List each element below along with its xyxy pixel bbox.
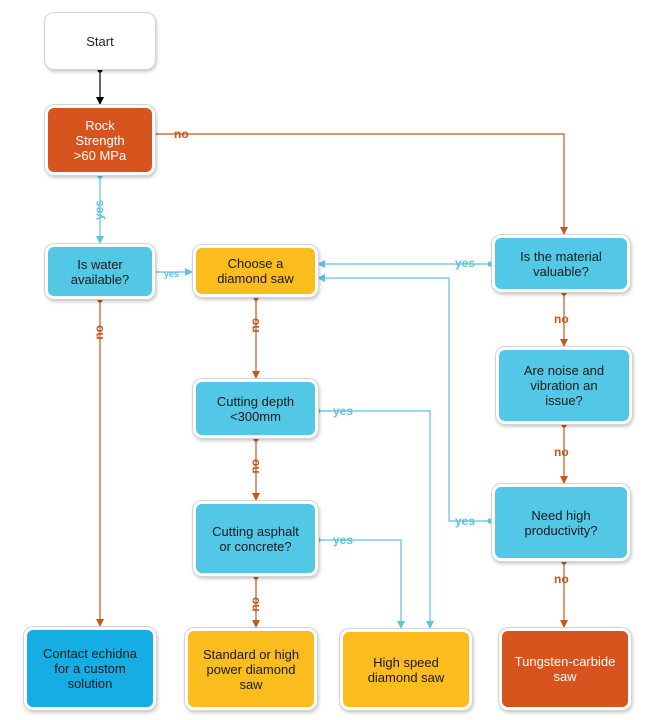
choose-diamond-saw-node: Choose a diamond saw	[193, 245, 318, 297]
label-water-no: no	[92, 325, 106, 340]
noise-vibration-node: Are noise and vibration an issue?	[496, 347, 632, 424]
material-valuable-text: Is the material valuable?	[520, 248, 602, 279]
edge-asphalt-yes-highspeed	[315, 537, 405, 629]
edge-start-rock	[96, 67, 104, 105]
high-speed-diamond-saw-text: High speed diamond saw	[367, 654, 445, 685]
tungsten-carbide-saw-text: Tungsten-carbide saw	[514, 654, 616, 684]
standard-diamond-saw-node: Standard or high power diamond saw	[185, 628, 317, 710]
high-productivity-node: Need high productivity?	[492, 484, 630, 561]
cutting-asphalt-text: Cutting asphalt or concrete?	[212, 523, 299, 554]
noise-vibration-text: Are noise and vibration an issue?	[523, 363, 605, 408]
edge-depth-yes-highspeed	[315, 408, 434, 629]
edge-rock-no-material	[151, 131, 568, 235]
high-productivity-text: Need high productivity?	[524, 507, 598, 538]
label-material-yes: yes	[455, 256, 476, 270]
material-valuable-node: Is the material valuable?	[492, 235, 630, 292]
edge-choose-no-depth	[252, 295, 260, 379]
label-rock-yes: yes	[92, 200, 106, 221]
label-asphalt-no: no	[248, 597, 262, 612]
label-rock-no: no	[174, 127, 189, 141]
label-productivity-no: no	[554, 572, 569, 586]
label-noise-no: no	[554, 445, 569, 459]
water-available-text: Is water available?	[70, 256, 130, 287]
label-material-no: no	[554, 312, 569, 326]
edge-productivity-no-tungsten	[560, 559, 568, 628]
edge-material-yes-choose	[317, 260, 493, 268]
rock-strength-text: Rock Strength >60 MPa	[73, 117, 127, 163]
label-productivity-yes: yes	[455, 514, 476, 528]
tungsten-carbide-saw-node: Tungsten-carbide saw	[499, 628, 631, 710]
standard-diamond-saw-text: Standard or high power diamond saw	[202, 646, 300, 692]
edge-productivity-yes-choose	[317, 274, 493, 524]
cutting-asphalt-node: Cutting asphalt or concrete?	[193, 501, 318, 576]
high-speed-diamond-saw-node: High speed diamond saw	[340, 629, 472, 710]
contact-echidna-text: Contact echidna for a custom solution	[43, 646, 137, 691]
rock-strength-node: Rock Strength >60 MPa	[45, 105, 155, 175]
cutting-depth-node: Cutting depth <300mm	[193, 379, 318, 438]
label-choose-no: no	[248, 318, 262, 333]
start-node-text: Start	[86, 33, 114, 49]
choose-diamond-saw-text: Choose a diamond saw	[217, 256, 294, 286]
label-depth-yes: yes	[333, 404, 354, 418]
label-water-yes: yes	[164, 269, 180, 279]
label-depth-no: no	[248, 459, 262, 474]
water-available-node: Is water available?	[45, 244, 155, 299]
contact-echidna-node: Contact echidna for a custom solution	[24, 627, 156, 710]
start-node: Start	[45, 13, 155, 69]
edge-water-no-contact	[96, 297, 104, 627]
label-asphalt-yes: yes	[333, 533, 354, 547]
cutting-depth-text: Cutting depth <300mm	[216, 393, 295, 424]
